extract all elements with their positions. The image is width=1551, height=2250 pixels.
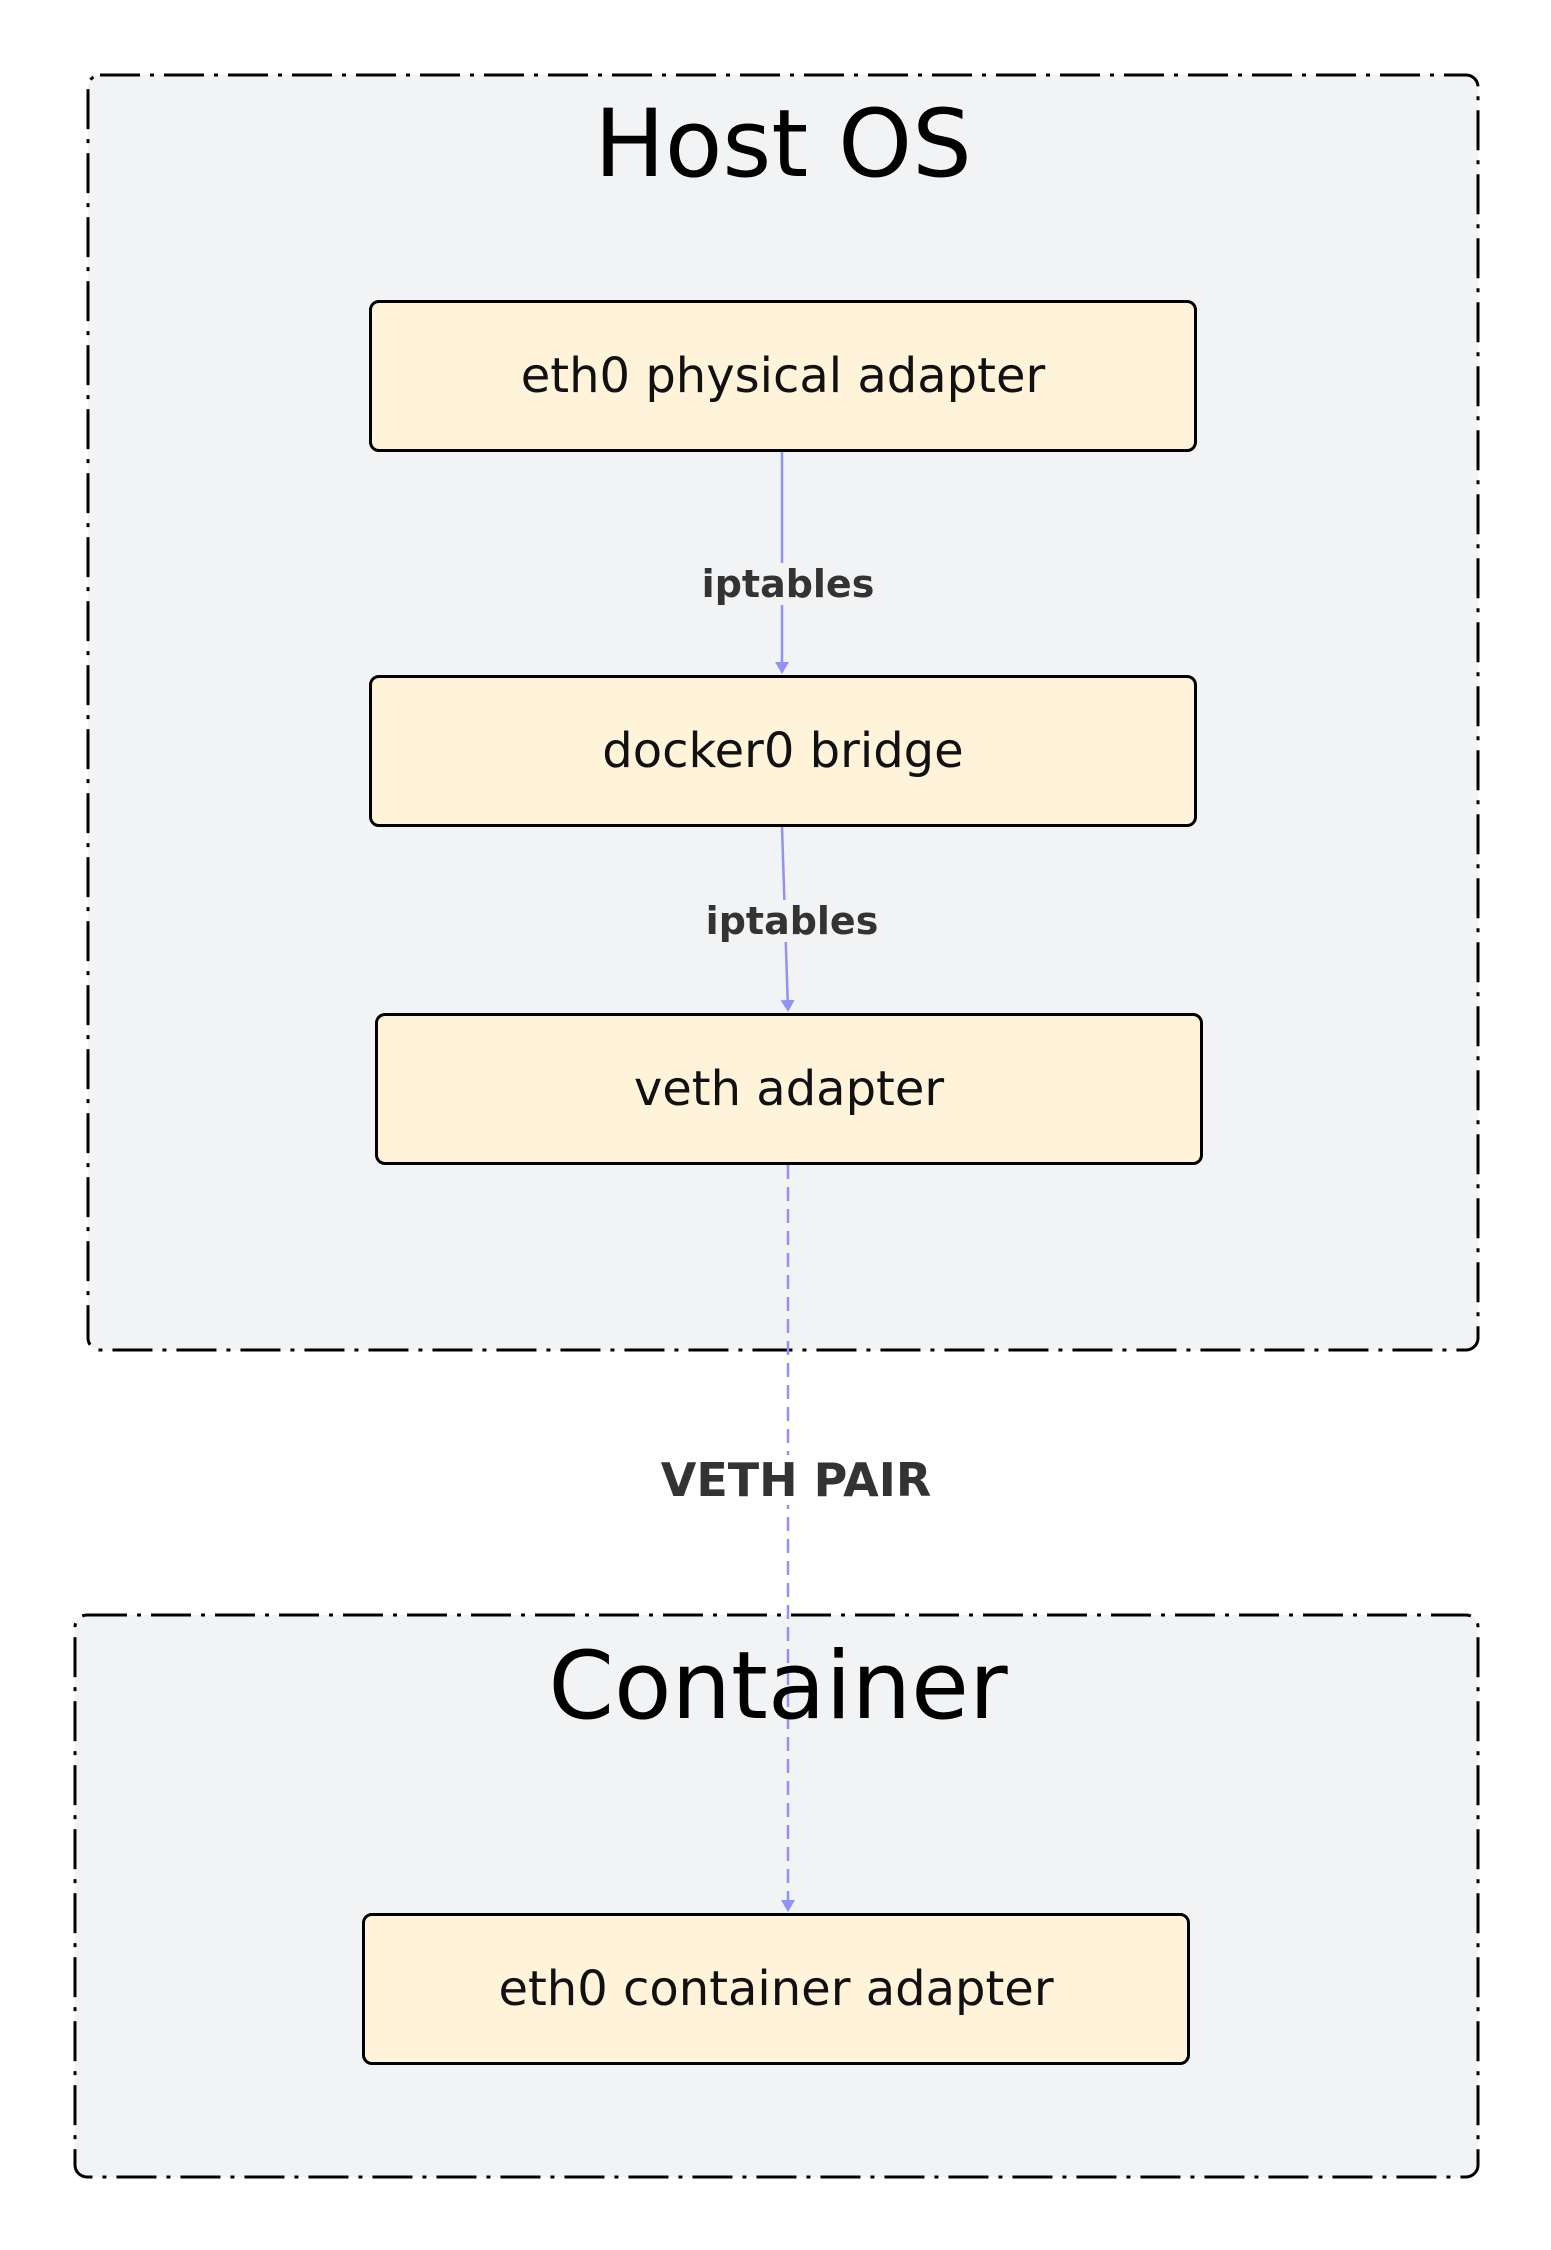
host-os-title: Host OS: [594, 90, 972, 199]
docker0-bridge-node: docker0 bridge: [369, 675, 1197, 827]
eth0-physical-adapter-node: eth0 physical adapter: [369, 300, 1197, 452]
container-title: Container: [548, 1632, 1008, 1741]
edge-label-iptables-1: iptables: [682, 563, 894, 605]
edge-label-veth-pair: VETH PAIR: [640, 1455, 952, 1505]
veth-adapter-node: veth adapter: [375, 1013, 1203, 1165]
eth0-container-adapter-node: eth0 container adapter: [362, 1913, 1190, 2065]
edge-label-iptables-2: iptables: [686, 900, 898, 942]
